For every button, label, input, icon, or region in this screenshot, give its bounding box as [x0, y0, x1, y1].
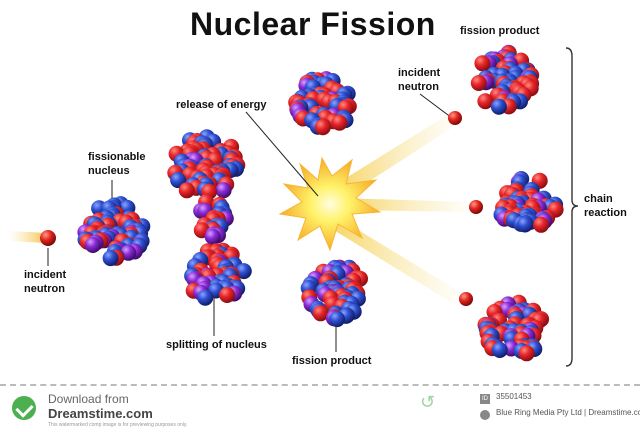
energy-burst — [278, 156, 382, 252]
nucleon — [474, 55, 491, 72]
beam-incident — [8, 231, 48, 243]
chain-product-3 — [477, 294, 550, 362]
pointer-release-energy — [245, 111, 319, 197]
footer-note: This watermarked comp image is for previ… — [48, 422, 188, 428]
footer-download-text: Download from — [48, 392, 129, 406]
incident-neutron-left — [40, 230, 56, 246]
nucleon — [470, 75, 487, 91]
emitted-neutron-upper — [448, 111, 462, 125]
pointer-incident-neutron-top — [419, 93, 453, 119]
splitting-nucleus-bottom — [184, 242, 252, 306]
nucleon — [312, 305, 329, 322]
credit-icon — [480, 410, 490, 420]
nucleon — [102, 250, 119, 267]
nucleon — [235, 263, 252, 280]
splitting-nucleus-neck — [193, 194, 234, 245]
emitted-neutron-lower — [459, 292, 473, 306]
nucleon — [490, 98, 507, 115]
nucleon — [219, 287, 236, 303]
nucleon — [120, 244, 137, 261]
neutrons-layer — [40, 111, 483, 306]
nucleon — [84, 237, 101, 253]
nucleon — [517, 216, 533, 233]
nucleon — [331, 114, 348, 131]
chain-product-2 — [493, 171, 564, 233]
dreamstime-logo-icon — [12, 396, 36, 420]
label-incident-neutron-top: incident neutron — [398, 67, 441, 93]
footer-image-id: 35501453 — [496, 392, 532, 401]
nucleon — [215, 182, 232, 199]
label-fissionable-nucleus: fissionable nucleus — [88, 151, 146, 177]
page-title: Nuclear Fission — [190, 6, 436, 42]
nucleon — [197, 289, 214, 306]
label-chain-reaction: chain reaction — [584, 193, 627, 219]
emitted-neutron-middle — [469, 200, 483, 214]
label-fission-product-top: fission product — [460, 25, 540, 37]
fission-product-bottom — [300, 259, 368, 328]
nuclei-layer — [77, 44, 564, 362]
footer-credit: Blue Ring Media Pty Ltd | Dreamstime.com — [496, 408, 640, 417]
nucleon — [314, 119, 331, 136]
chain-reaction-bracket — [565, 47, 579, 367]
watermark-footer: Download from Dreamstime.com This waterm… — [0, 384, 640, 432]
nucleon — [204, 228, 221, 245]
beam-upper — [330, 112, 458, 200]
nucleon — [533, 216, 550, 233]
label-release-of-energy: release of energy — [176, 99, 267, 111]
chain-product-1 — [470, 44, 540, 115]
label-fission-product-bottom: fission product — [292, 355, 372, 367]
nucleon — [178, 182, 195, 199]
footer-site-link[interactable]: Dreamstime.com — [48, 406, 153, 421]
nucleon — [491, 342, 508, 358]
nucleon — [477, 93, 494, 110]
label-splitting-of-nucleus: splitting of nucleus — [166, 339, 267, 351]
beam-lower — [324, 214, 460, 304]
splitting-nucleus-top — [167, 129, 246, 200]
label-incident-neutron-left: incident neutron — [24, 269, 67, 295]
fission-product-top — [288, 71, 357, 136]
swirl-icon: ↺ — [420, 392, 436, 413]
fissionable-nucleus — [77, 196, 151, 267]
nucleon — [329, 311, 346, 328]
diagram-artwork — [8, 44, 579, 367]
id-icon: ID — [480, 394, 490, 404]
nucleon — [518, 345, 535, 362]
